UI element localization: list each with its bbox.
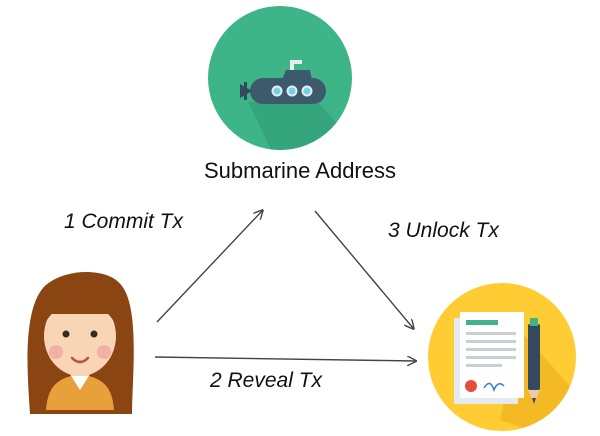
commit-arrow xyxy=(156,211,262,323)
commit-tx-label: 1 Commit Tx xyxy=(64,210,184,233)
unlock-tx-label: 3 Unlock Tx xyxy=(388,219,499,242)
reveal-tx-label: 2 Reveal Tx xyxy=(210,369,323,392)
contract-document-icon xyxy=(428,283,576,431)
reveal-arrow xyxy=(154,357,415,361)
unlock-arrow xyxy=(314,210,413,328)
submarine-icon xyxy=(208,6,352,150)
woman-avatar-icon xyxy=(27,271,134,414)
submarine-address-label: Submarine Address xyxy=(204,158,396,183)
